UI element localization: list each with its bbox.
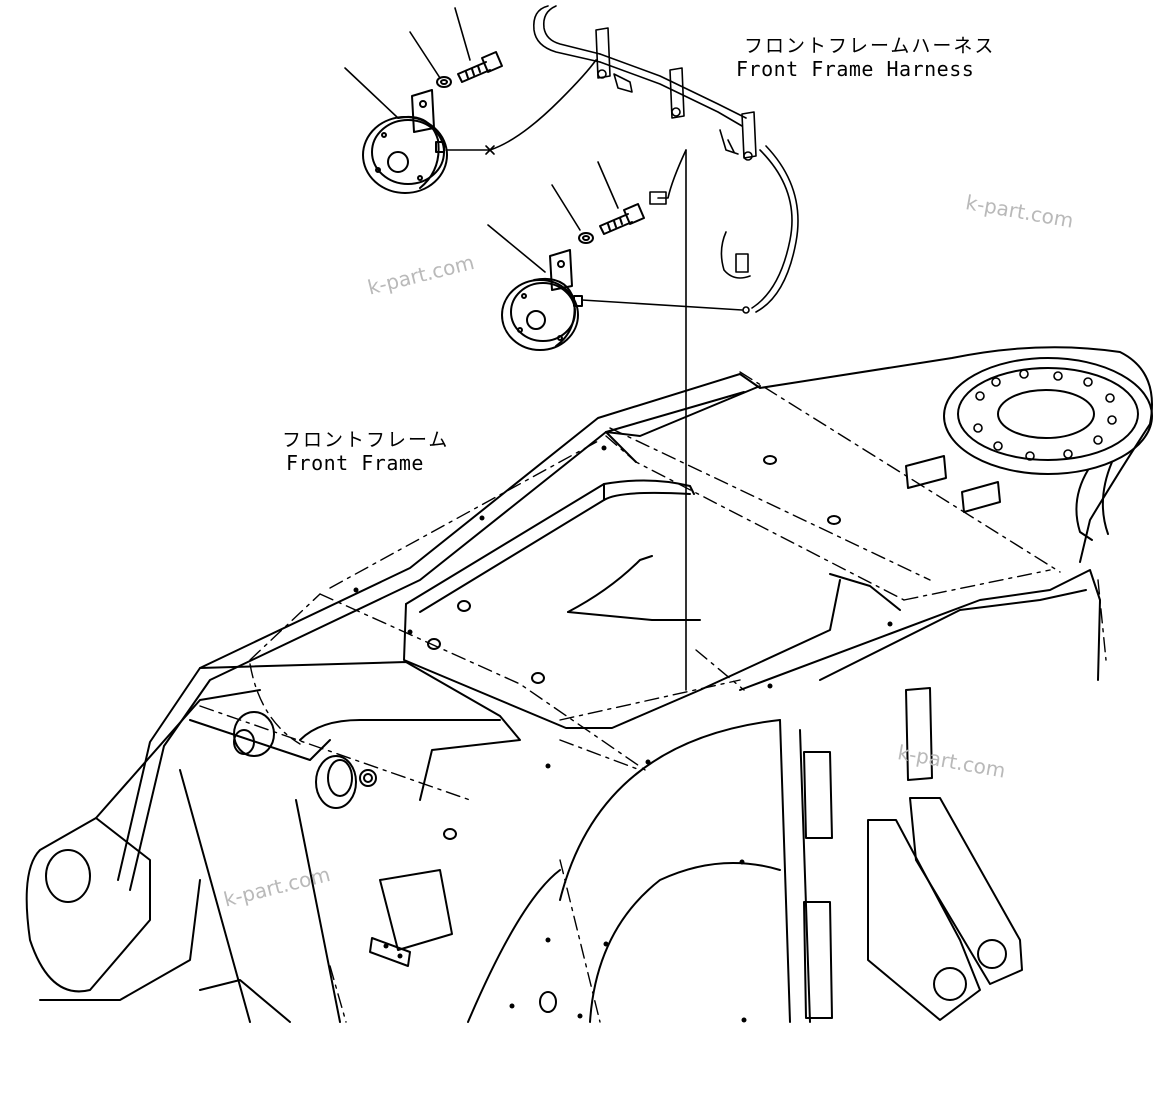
mounting-dots (353, 445, 893, 1023)
small-hole (539, 991, 557, 1013)
frame-label-en: Front Frame (286, 451, 424, 475)
hidden-lines (199, 371, 1107, 1023)
horn-upper (362, 89, 448, 194)
leader-lines (344, 7, 619, 273)
washer-lower (578, 232, 594, 244)
ring-bolts (973, 369, 1117, 461)
harness-label-jp: フロントフレームハーネス (744, 35, 996, 57)
washer-upper (436, 76, 452, 88)
horn-lower (501, 249, 583, 351)
frame-label-jp: フロントフレーム (282, 429, 450, 451)
front-frame (25, 346, 1153, 1023)
harness (445, 5, 799, 691)
harness-label-en: Front Frame Harness (736, 57, 975, 81)
bolt-upper (457, 51, 503, 83)
bolt-lower (599, 203, 645, 235)
